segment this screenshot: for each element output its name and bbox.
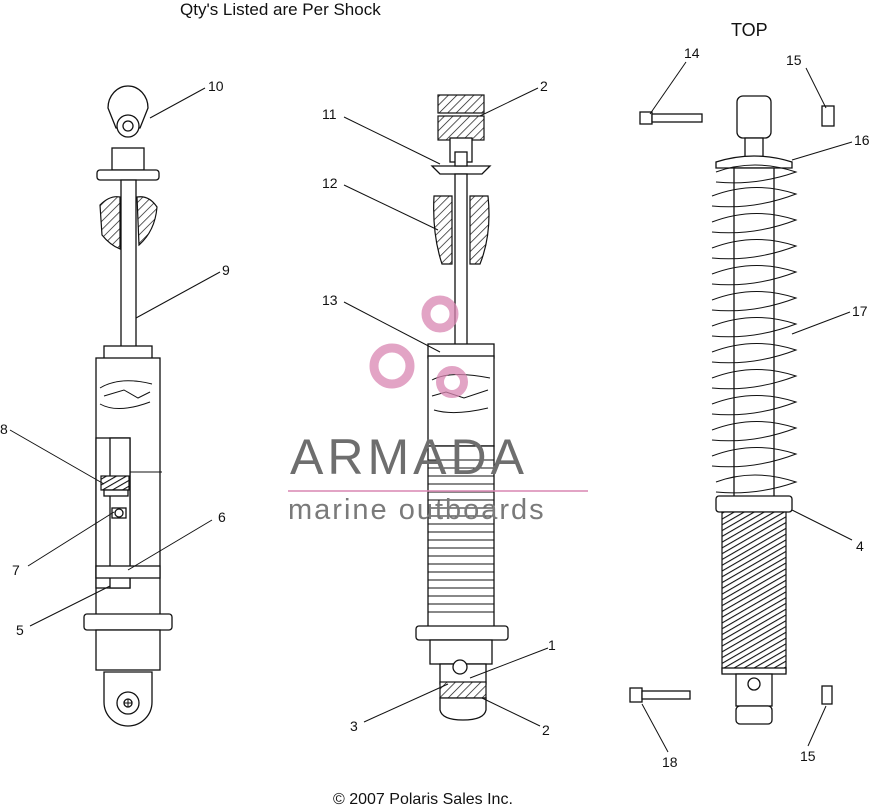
callout-16: 16	[854, 132, 870, 148]
callout-4: 4	[856, 538, 864, 554]
callout-8: 8	[0, 421, 8, 437]
watermark-tagline: marine outboards	[288, 494, 546, 526]
right-shock	[629, 95, 835, 725]
callout-3: 3	[350, 718, 358, 734]
callout-13: 13	[322, 292, 338, 308]
callout-15-bottom: 15	[800, 748, 816, 764]
center-shock	[415, 94, 509, 721]
page-heading: Qty's Listed are Per Shock	[180, 0, 381, 19]
leader-lines	[9, 61, 853, 753]
callout-5: 5	[16, 622, 24, 638]
callout-6: 6	[218, 509, 226, 525]
callout-18: 18	[662, 754, 678, 770]
callout-17: 17	[852, 303, 868, 319]
copyright-notice: © 2007 Polaris Sales Inc.	[333, 791, 513, 808]
watermark-brand: ARMADA	[290, 429, 528, 485]
callout-9: 9	[222, 262, 230, 278]
callout-1: 1	[548, 637, 556, 653]
callout-15-top: 15	[786, 52, 802, 68]
callout-14: 14	[684, 45, 700, 61]
callout-7: 7	[12, 562, 20, 578]
right-spring-coils	[711, 164, 798, 494]
watermark-logo-mark	[288, 295, 588, 492]
callout-2-top: 2	[540, 78, 548, 94]
callout-10: 10	[208, 78, 224, 94]
left-shock	[83, 85, 173, 727]
callout-12: 12	[322, 175, 338, 191]
callout-2-bottom: 2	[542, 722, 550, 738]
top-orientation-label: TOP	[731, 20, 768, 40]
callout-11: 11	[322, 106, 337, 122]
